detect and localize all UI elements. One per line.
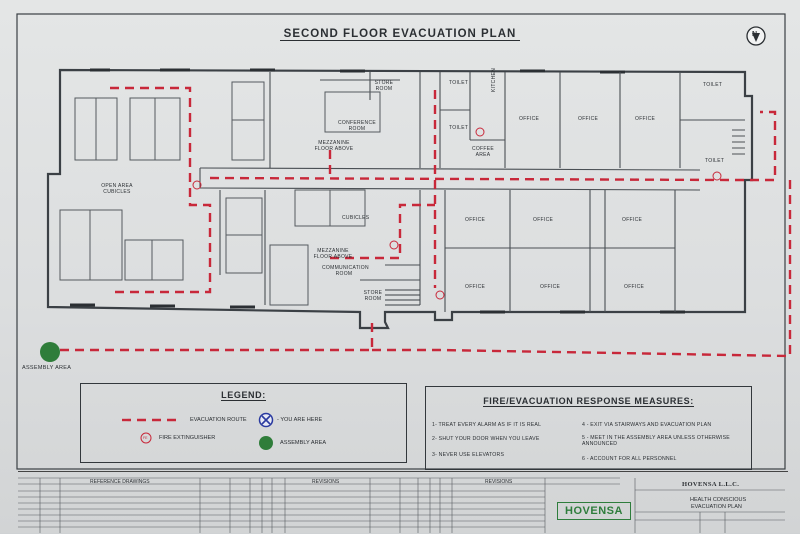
legend-assembly-icon <box>259 436 273 450</box>
measure-item-1: 1- TREAT EVERY ALARM AS IF IT IS REAL <box>432 422 542 428</box>
measure-item-4: 4 - EXIT VIA STAIRWAYS AND EVACUATION PL… <box>582 422 712 428</box>
room-label-conference: CONFERENCE ROOM <box>338 120 377 132</box>
room-label-open-area: OPEN AREA CUBICLES <box>101 183 133 195</box>
title-block-project-line-1: HEALTH CONSCIOUS <box>690 497 747 503</box>
room-label-office-t1: OFFICE <box>519 116 540 122</box>
legend-assembly-label: ASSEMBLY AREA <box>280 440 327 446</box>
legend-route-label: EVACUATION ROUTE <box>190 417 247 423</box>
room-label-coffee: COFFEE AREA <box>471 146 495 158</box>
assembly-area-dot <box>40 342 60 362</box>
room-label-store-bottom: STORE ROOM <box>363 290 383 302</box>
room-label-office-b1: OFFICE <box>465 217 486 223</box>
legend-extinguisher-mark: FE <box>143 436 148 440</box>
legend-extinguisher-icon <box>140 432 152 444</box>
evacuation-route <box>60 86 792 358</box>
you-are-here-icon <box>258 412 274 428</box>
title-block-revisions-header-2: REVISIONS <box>485 479 513 485</box>
title-block-grid <box>18 477 785 533</box>
measure-item-5: 5 - MEET IN THE ASSEMBLY AREA UNLESS OTH… <box>582 435 730 447</box>
room-label-office-b3: OFFICE <box>622 217 643 223</box>
stairwell <box>385 129 745 306</box>
cubicle-furniture <box>59 81 381 306</box>
legend-extinguisher-label: FIRE EXTINGUISHER <box>159 435 216 441</box>
room-label-office-b4: OFFICE <box>465 284 486 290</box>
room-label-toilet-1: TOILET <box>449 80 469 86</box>
room-label-toilet-3: TOILET <box>703 82 723 88</box>
room-label-office-b2: OFFICE <box>533 217 554 223</box>
room-label-mezzanine-bottom: MEZZANINE FLOOR ABOVE <box>313 248 353 260</box>
company-logo: HOVENSA <box>557 502 631 520</box>
interior-walls <box>199 72 745 312</box>
title-block <box>18 471 788 534</box>
legend-title: LEGEND: <box>81 390 406 401</box>
room-label-communication: COMMUNICATION ROOM <box>322 265 369 277</box>
legend-panel: LEGEND: <box>80 383 407 463</box>
title-block-revisions-header-1: REVISIONS <box>312 479 340 485</box>
room-label-toilet-2: TOILET <box>449 125 469 131</box>
building-outline <box>46 68 754 330</box>
response-measures-title: FIRE/EVACUATION RESPONSE MEASURES: <box>426 396 751 407</box>
measure-item-3: 3- NEVER USE ELEVATORS <box>432 452 505 458</box>
room-label-store-top: STORE ROOM <box>374 80 394 92</box>
room-label-kitchen: KITCHEN <box>491 67 497 92</box>
fire-extinguisher-markers <box>192 127 722 300</box>
assembly-area-label: ASSEMBLY AREA <box>22 365 72 371</box>
legend-you-are-here-label: - YOU ARE HERE <box>277 417 323 423</box>
room-label-office-t2: OFFICE <box>578 116 599 122</box>
legend-title-text: LEGEND: <box>221 390 266 401</box>
room-label-toilet-4: TOILET <box>705 158 725 164</box>
title-block-company: HOVENSA L.L.C. <box>682 481 740 488</box>
measure-item-6: 6 - ACCOUNT FOR ALL PERSONNEL <box>582 456 677 462</box>
response-measures-title-text: FIRE/EVACUATION RESPONSE MEASURES: <box>483 396 694 407</box>
page-title: SECOND FLOOR EVACUATION PLAN <box>0 28 800 41</box>
north-arrow-icon <box>746 26 766 46</box>
page-title-text: SECOND FLOOR EVACUATION PLAN <box>279 28 521 41</box>
measure-item-2: 2- SHUT YOUR DOOR WHEN YOU LEAVE <box>432 436 540 442</box>
room-label-office-t3: OFFICE <box>635 116 656 122</box>
room-label-office-b6: OFFICE <box>624 284 645 290</box>
room-label-cubicles: CUBICLES <box>342 215 370 221</box>
title-block-project-line-2: EVACUATION PLAN <box>691 504 742 510</box>
title-block-reference-header: REFERENCE DRAWINGS <box>90 479 150 485</box>
response-measures-panel: FIRE/EVACUATION RESPONSE MEASURES: <box>425 386 752 470</box>
north-label: N <box>752 31 758 38</box>
room-label-mezzanine-top: MEZZANINE FLOOR ABOVE <box>314 140 354 152</box>
room-label-office-b5: OFFICE <box>540 284 561 290</box>
